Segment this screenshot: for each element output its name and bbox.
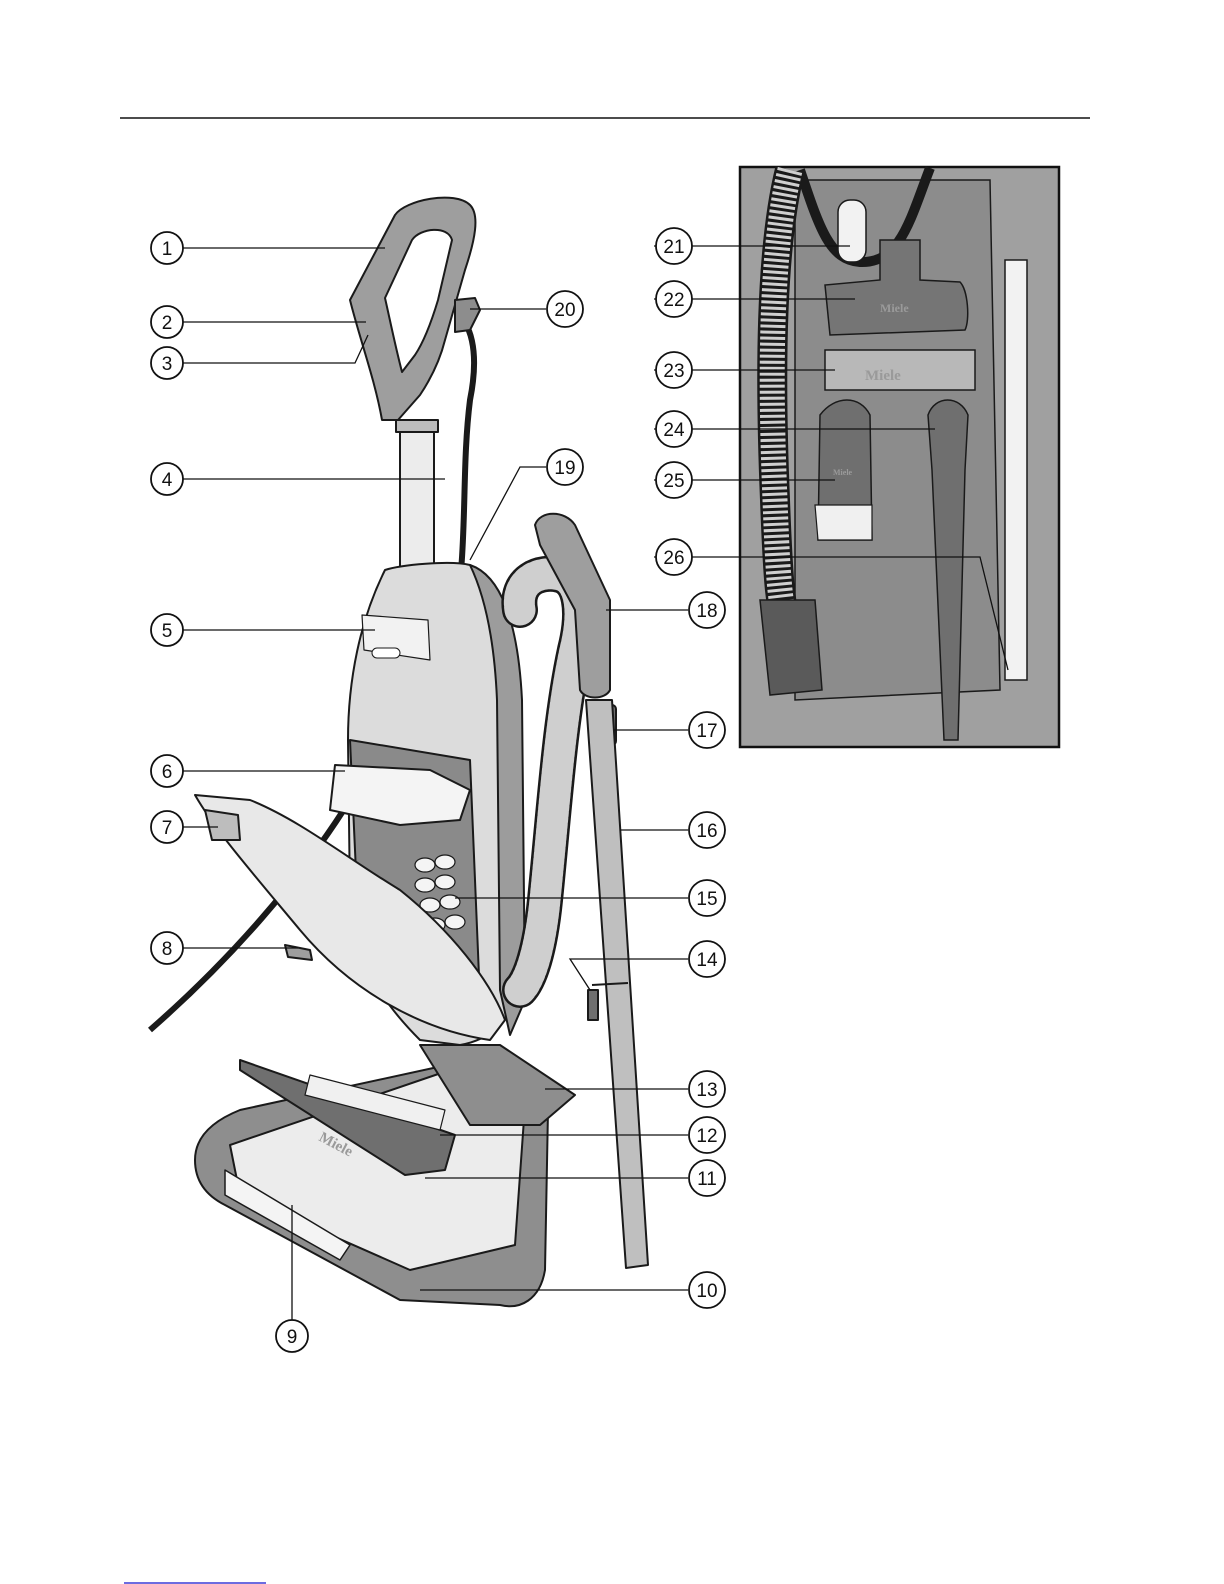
svg-text:15: 15 xyxy=(696,889,717,910)
callout-4: 4 xyxy=(151,463,183,495)
callout-5: 5 xyxy=(151,614,183,646)
callout-9: 9 xyxy=(276,1320,308,1352)
svg-text:10: 10 xyxy=(696,1281,717,1302)
svg-text:11: 11 xyxy=(697,1169,717,1190)
callout-17: 17 xyxy=(689,712,725,748)
callout-23: 23 xyxy=(656,352,692,388)
panel-button xyxy=(372,648,400,658)
svg-text:4: 4 xyxy=(162,470,173,491)
callout-14: 14 xyxy=(689,941,725,977)
callout-7: 7 xyxy=(151,811,183,843)
svg-text:20: 20 xyxy=(554,300,575,321)
cord-hook xyxy=(455,298,480,332)
svg-text:1: 1 xyxy=(162,239,173,260)
svg-text:13: 13 xyxy=(696,1080,717,1101)
callout-18: 18 xyxy=(689,592,725,628)
callout-25: 25 xyxy=(656,462,692,498)
accessory-inset: Miele Miele Miele xyxy=(740,167,1059,747)
cord-clip xyxy=(838,200,866,262)
svg-text:24: 24 xyxy=(663,420,685,441)
callout-22: 22 xyxy=(656,281,692,317)
callout-6: 6 xyxy=(151,755,183,787)
callout-24: 24 xyxy=(656,411,692,447)
inset-hose-cuff xyxy=(760,600,822,695)
callout-2: 2 xyxy=(151,306,183,338)
callout-20: 20 xyxy=(547,291,583,327)
callout-13: 13 xyxy=(689,1071,725,1107)
svg-text:18: 18 xyxy=(696,601,717,622)
leader-19 xyxy=(470,467,546,560)
callout-10: 10 xyxy=(689,1272,725,1308)
callout-16: 16 xyxy=(689,812,725,848)
svg-text:12: 12 xyxy=(696,1126,717,1147)
svg-text:5: 5 xyxy=(162,621,173,642)
svg-text:17: 17 xyxy=(696,721,717,742)
callout-26: 26 xyxy=(656,539,692,575)
svg-text:2: 2 xyxy=(162,313,173,334)
hose-fill xyxy=(519,574,580,990)
callout-15: 15 xyxy=(689,880,725,916)
callout-1: 1 xyxy=(151,232,183,264)
svg-text:26: 26 xyxy=(663,548,684,569)
callout-19: 19 xyxy=(547,449,583,485)
svg-text:14: 14 xyxy=(696,950,718,971)
nozzle-brand: Miele xyxy=(880,301,909,315)
svg-text:6: 6 xyxy=(162,762,173,783)
svg-text:8: 8 xyxy=(162,939,173,960)
holder-brand: Miele xyxy=(865,368,901,384)
svg-text:25: 25 xyxy=(663,471,684,492)
vacuum-illustration: Miele xyxy=(150,198,648,1307)
callout-8: 8 xyxy=(151,932,183,964)
lid-handle xyxy=(285,945,312,960)
svg-text:9: 9 xyxy=(287,1327,298,1348)
svg-text:22: 22 xyxy=(663,290,684,311)
callout-12: 12 xyxy=(689,1117,725,1153)
brush-bristles xyxy=(815,505,872,540)
callout-3: 3 xyxy=(151,347,183,379)
callout-11: 11 xyxy=(689,1160,725,1196)
svg-text:19: 19 xyxy=(554,458,575,479)
svg-text:21: 21 xyxy=(663,237,684,258)
svg-text:16: 16 xyxy=(696,821,717,842)
brush-brand: Miele xyxy=(833,468,853,477)
svg-text:7: 7 xyxy=(162,818,173,839)
lid-release-catch xyxy=(205,810,240,840)
svg-text:23: 23 xyxy=(663,361,684,382)
inset-wand xyxy=(1005,260,1027,680)
handle-collar xyxy=(396,420,438,432)
handle-stem xyxy=(400,420,434,570)
callout-21: 21 xyxy=(656,228,692,264)
leader-3 xyxy=(183,335,368,363)
svg-text:3: 3 xyxy=(162,354,173,375)
wand-catch xyxy=(588,990,598,1020)
